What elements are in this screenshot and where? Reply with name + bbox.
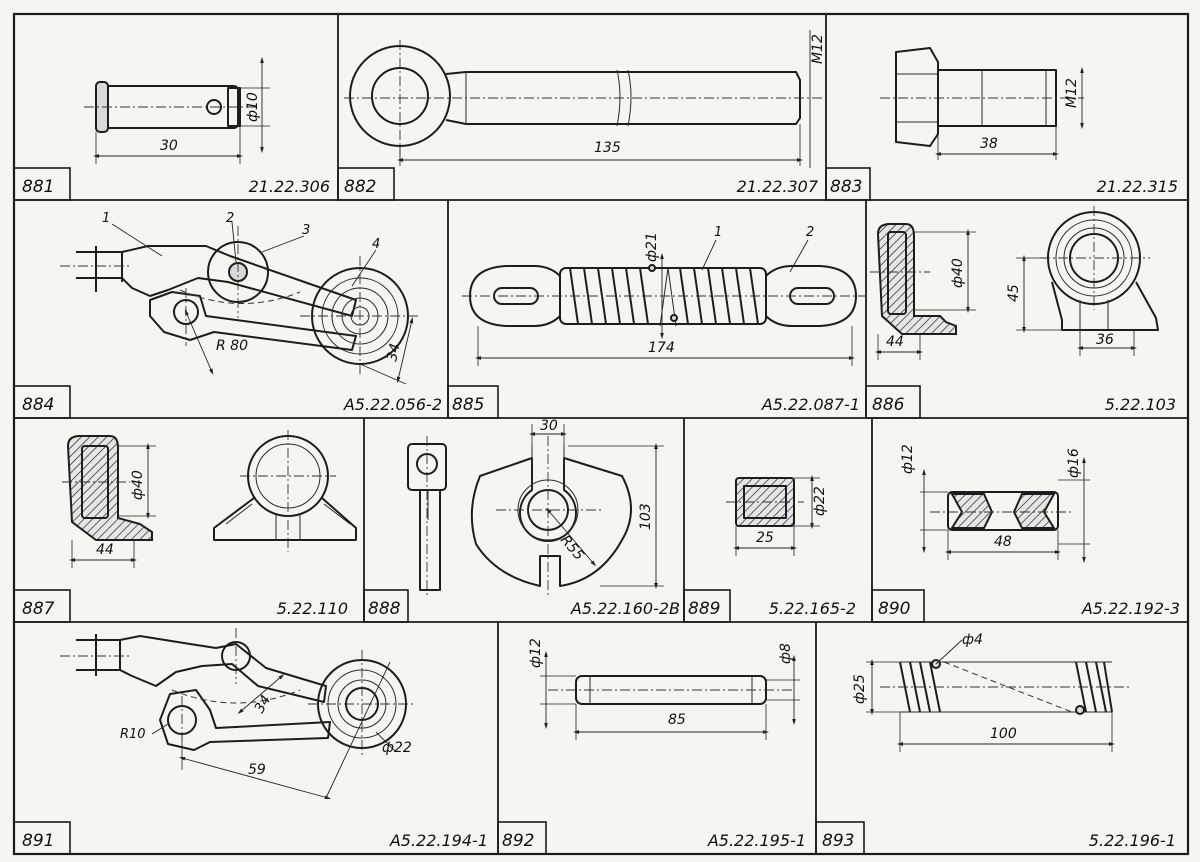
cell-number-892: 892	[502, 831, 534, 851]
part-code-884: A5.22.056-2	[343, 395, 442, 414]
dim-891-length: 59	[248, 762, 266, 778]
part-code-886: 5.22.103	[1105, 395, 1176, 414]
dim-892-diameter-small: ф8	[778, 643, 794, 664]
dim-893-length: 100	[990, 726, 1017, 742]
cell-number-885: 885	[452, 395, 484, 415]
cell-number-889: 889	[688, 599, 720, 619]
part-882-eye-bolt	[344, 30, 822, 168]
label-884-3: 3	[302, 223, 310, 238]
cell-number-890: 890	[878, 599, 910, 619]
dim-886-height: 45	[1006, 284, 1022, 302]
cell-number-882: 882	[344, 177, 376, 197]
part-892-axle	[540, 650, 800, 740]
dim-885-diameter: ф21	[644, 232, 660, 262]
number-tabs	[13, 167, 925, 855]
part-889-bushing	[726, 474, 820, 556]
part-886-housing	[870, 206, 1159, 360]
part-883-hex-bolt	[880, 47, 1084, 160]
cell-number-893: 893	[822, 831, 854, 851]
part-code-883: 21.22.315	[1097, 177, 1178, 196]
part-codes: 21.22.306 21.22.307 21.22.315 A5.22.056-…	[249, 177, 1180, 850]
dim-881-diameter: ф10	[245, 92, 261, 122]
dim-884-radius: R 80	[216, 338, 248, 354]
label-884-4: 4	[372, 237, 380, 252]
dim-893-wire: ф4	[962, 632, 983, 648]
part-code-887: 5.22.110	[277, 599, 348, 618]
part-884-lever-spring	[60, 221, 420, 385]
part-890-sleeve	[920, 456, 1090, 564]
dim-886-base: 36	[1096, 332, 1114, 348]
cell-number-891: 891	[22, 831, 54, 851]
dim-887-diameter: ф40	[130, 470, 146, 500]
dim-883-thread: M12	[1064, 78, 1080, 108]
cell-number-887: 887	[22, 599, 55, 619]
dim-882-length: 135	[594, 140, 621, 156]
part-881-pin	[84, 56, 270, 164]
dim-891-radius: R10	[120, 727, 146, 742]
cell-number-881: 881	[22, 177, 54, 197]
part-885-tension-spring	[462, 239, 866, 366]
dim-887-width: 44	[96, 542, 114, 558]
dim-891-offset: 34	[252, 693, 275, 716]
dim-891-diameter: ф22	[382, 740, 412, 756]
cell-number-886: 886	[872, 395, 905, 415]
spring-coils-885	[559, 264, 767, 327]
label-884-1: 1	[102, 211, 110, 226]
part-code-891: A5.22.194-1	[389, 831, 488, 850]
part-893-compression-spring	[866, 639, 1130, 752]
dim-885-length: 174	[648, 340, 675, 356]
dim-884-offset: 34	[384, 342, 403, 363]
dim-886-width: 44	[886, 334, 904, 350]
label-885-1: 1	[714, 225, 722, 240]
part-code-888: A5.22.160-2B	[570, 599, 680, 618]
dim-886-diameter: ф40	[950, 258, 966, 288]
label-885-2: 2	[806, 225, 814, 240]
dim-882-thread: M12	[810, 34, 826, 64]
cell-number-888: 888	[368, 599, 401, 619]
dim-892-length: 85	[668, 712, 686, 728]
cell-number-884: 884	[22, 395, 54, 415]
part-code-889: 5.22.165-2	[769, 599, 856, 618]
dim-890-outer: ф16	[1066, 448, 1082, 478]
part-891-lever-spring	[60, 628, 416, 799]
part-code-890: A5.22.192-3	[1081, 599, 1180, 618]
dim-892-diameter-large: ф12	[528, 638, 544, 668]
dim-889-length: 25	[756, 530, 774, 546]
label-884-2: 2	[226, 211, 234, 226]
dim-883-length: 38	[980, 136, 998, 152]
part-code-893: 5.22.196-1	[1089, 831, 1176, 850]
part-887-housing	[62, 430, 357, 568]
part-code-892: A5.22.195-1	[707, 831, 806, 850]
dim-889-diameter: ф22	[812, 486, 828, 516]
dim-888-height: 103	[638, 503, 654, 530]
dim-890-inner: ф12	[900, 444, 916, 474]
dim-893-diameter: ф25	[852, 674, 868, 704]
dim-881-length: 30	[160, 138, 178, 154]
dim-890-length: 48	[994, 534, 1012, 550]
dim-888-slot: 30	[540, 418, 558, 434]
part-code-882: 21.22.307	[737, 177, 819, 196]
cell-number-883: 883	[830, 177, 862, 197]
part-code-881: 21.22.306	[249, 177, 330, 196]
part-888-cam	[407, 424, 664, 598]
cell-numbers: 881 882 883 884 885 886 887 888 889 890 …	[22, 177, 910, 851]
part-code-885: A5.22.087-1	[761, 395, 860, 414]
